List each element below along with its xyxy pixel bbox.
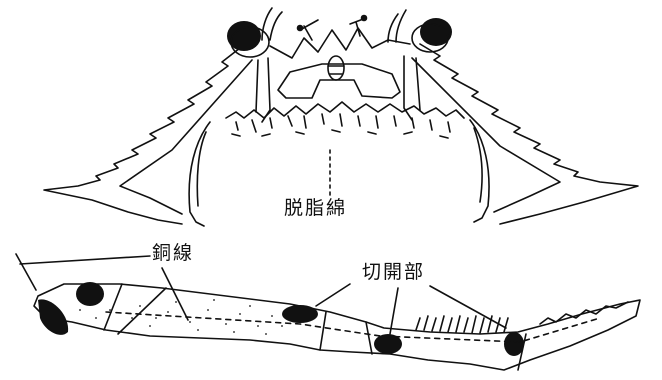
copper-wire-leader — [20, 256, 150, 264]
cotton-top-edge — [226, 102, 464, 118]
cut-leader-3 — [430, 286, 506, 328]
label-absorbent-cotton: 脱脂綿 — [284, 199, 347, 218]
label-copper-wire: 銅線 — [152, 244, 194, 263]
leg-joint-2 — [282, 305, 318, 323]
leg-tip-blob — [38, 299, 68, 334]
cut-leader-2 — [390, 288, 398, 334]
leg-joint-1 — [76, 282, 104, 306]
copper-wire-end — [16, 254, 36, 290]
label-cut-section: 切開部 — [362, 263, 425, 282]
cut-leader-1 — [316, 284, 350, 306]
mouth-frame — [278, 64, 400, 98]
leg-hair-fringe — [416, 316, 508, 333]
carapace-right-inner — [412, 58, 560, 212]
carapace-left-inner — [120, 60, 252, 214]
leg-joint-4 — [504, 332, 524, 356]
carapace-left-margin — [44, 48, 240, 224]
